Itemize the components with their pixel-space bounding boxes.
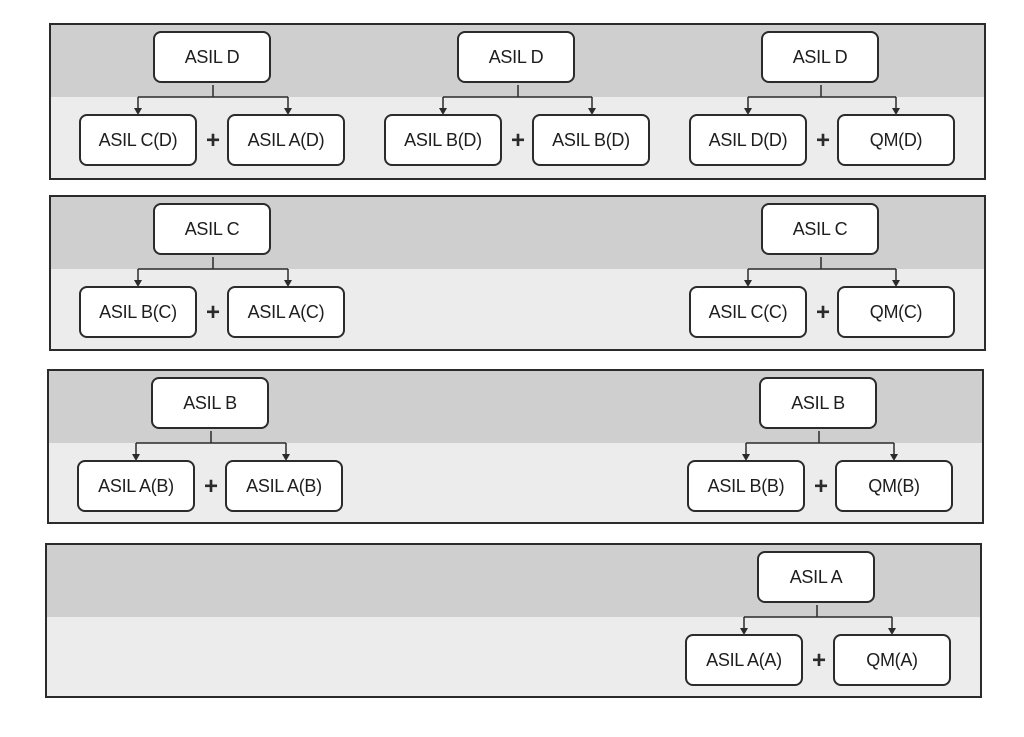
plus-operator: + — [205, 127, 220, 154]
decomposition-connectors — [740, 605, 896, 635]
plus-operator: + — [813, 473, 828, 500]
child-box: ASIL A(C) — [227, 286, 345, 338]
child-box: ASIL B(B) — [687, 460, 805, 512]
child-box: ASIL D(D) — [689, 114, 807, 166]
parent-box: ASIL C — [761, 203, 879, 255]
child-box: ASIL C(C) — [689, 286, 807, 338]
decomposition-connectors — [134, 85, 900, 115]
plus-operator: + — [811, 647, 826, 674]
parent-box: ASIL A — [757, 551, 875, 603]
decomposition-connectors — [132, 431, 898, 461]
child-box: ASIL B(C) — [79, 286, 197, 338]
asil-b-band: ASIL B ASIL A(B) + ASIL A(B) ASIL B ASIL… — [47, 369, 984, 524]
child-box: QM(D) — [837, 114, 955, 166]
child-box: ASIL A(B) — [77, 460, 195, 512]
parent-box: ASIL C — [153, 203, 271, 255]
child-box: QM(A) — [833, 634, 951, 686]
plus-operator: + — [815, 299, 830, 326]
child-box: ASIL B(D) — [532, 114, 650, 166]
asil-c-band: ASIL C ASIL B(C) + ASIL A(C) ASIL C ASIL… — [49, 195, 986, 351]
parent-box: ASIL B — [151, 377, 269, 429]
parent-box: ASIL B — [759, 377, 877, 429]
child-box: ASIL A(A) — [685, 634, 803, 686]
plus-operator: + — [510, 127, 525, 154]
plus-operator: + — [205, 299, 220, 326]
parent-box: ASIL D — [457, 31, 575, 83]
child-box: ASIL A(D) — [227, 114, 345, 166]
parent-box: ASIL D — [761, 31, 879, 83]
decomposition-connectors — [134, 257, 900, 287]
child-box: QM(C) — [837, 286, 955, 338]
child-box: ASIL A(B) — [225, 460, 343, 512]
plus-operator: + — [815, 127, 830, 154]
asil-d-band: ASIL D ASIL C(D) + ASIL A(D) ASIL D ASIL… — [49, 23, 986, 180]
asil-a-band: ASIL A ASIL A(A) + QM(A) — [45, 543, 982, 698]
plus-operator: + — [203, 473, 218, 500]
child-box: ASIL C(D) — [79, 114, 197, 166]
child-box: QM(B) — [835, 460, 953, 512]
parent-box: ASIL D — [153, 31, 271, 83]
child-box: ASIL B(D) — [384, 114, 502, 166]
